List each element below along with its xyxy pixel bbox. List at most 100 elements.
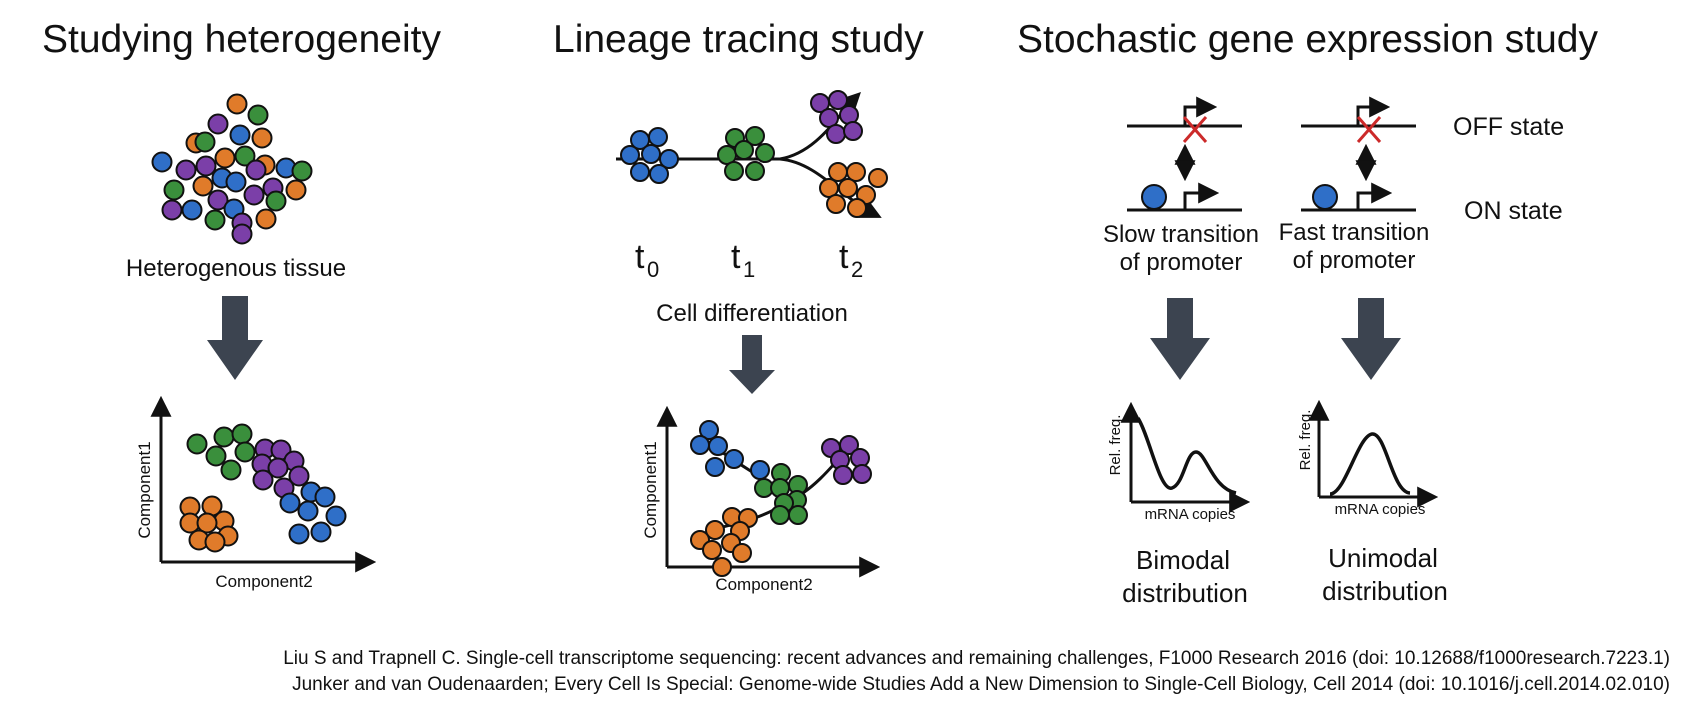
bimodal-label-2: distribution: [1122, 578, 1248, 608]
down-arrow-1: [207, 296, 263, 380]
cell-differentiation-label: Cell differentiation: [656, 300, 848, 327]
on-state-label: ON state: [1464, 197, 1563, 225]
cell-circle: [847, 198, 867, 218]
cell-circle: [192, 175, 214, 197]
cell-circle: [788, 505, 808, 525]
off-state-label: OFF state: [1453, 113, 1564, 141]
plot1-axes: [150, 395, 377, 573]
cell-circle: [234, 441, 256, 463]
cell-circle: [243, 184, 265, 206]
time-label-t1: t 1: [731, 238, 755, 282]
cell-circle: [325, 505, 347, 527]
cell-circle: [231, 423, 253, 445]
cell-circle: [265, 190, 287, 212]
cell-circle: [279, 492, 301, 514]
cell-circle: [828, 162, 848, 182]
t0-subscript: 0: [647, 257, 659, 282]
cell-circle: [207, 189, 229, 211]
cell-circle: [734, 140, 754, 160]
cell-circle: [151, 151, 173, 173]
t2-symbol: t: [839, 238, 849, 276]
cell-circle: [755, 143, 775, 163]
plot1-cells: [179, 423, 347, 553]
cell-circle: [267, 457, 289, 479]
cell-circle: [868, 168, 888, 188]
cell-circle: [750, 460, 770, 480]
unimodal-plot: [1308, 399, 1439, 508]
plot1-ylabel: Component1: [135, 441, 154, 538]
cell-circle: [247, 104, 269, 126]
cell-circle: [852, 464, 872, 484]
cell-circle: [161, 199, 183, 221]
cell-circle: [826, 194, 846, 214]
unimodal-xlabel: mRNA copies: [1335, 501, 1426, 518]
cell-circle: [214, 147, 236, 169]
slow-promoter-off: [1127, 96, 1242, 128]
plot2-cells: [690, 420, 872, 577]
fast-promoter-on: [1301, 182, 1416, 212]
cell-circle: [314, 486, 336, 508]
cell-circle: [207, 113, 229, 135]
cell-circle: [699, 420, 719, 440]
cell-circle: [826, 124, 846, 144]
cell-circle: [213, 426, 235, 448]
cell-circle: [310, 521, 332, 543]
cell-circle: [205, 445, 227, 467]
bimodal-label-1: Bimodal: [1136, 545, 1230, 575]
bimodal-xlabel: mRNA copies: [1145, 506, 1236, 523]
cell-circle: [186, 433, 208, 455]
cell-circle: [220, 459, 242, 481]
cell-circle: [204, 531, 226, 553]
cell-circle: [196, 512, 218, 534]
cell-circle: [745, 126, 765, 146]
down-arrow-4: [1341, 298, 1401, 380]
cell-circle: [649, 164, 669, 184]
plot1-xlabel: Component2: [215, 572, 312, 591]
fast-transition-label-1: Fast transition: [1279, 219, 1430, 246]
cell-circle: [225, 171, 247, 193]
cell-circle: [181, 199, 203, 221]
unimodal-ylabel: Rel. freq.: [1297, 410, 1314, 471]
unimodal-label-1: Unimodal: [1328, 543, 1438, 573]
t2-subscript: 2: [851, 257, 863, 282]
unimodal-label-2: distribution: [1322, 576, 1448, 606]
plot2-axes: [656, 405, 881, 578]
title-stochastic: Stochastic gene expression study: [1017, 18, 1599, 61]
cell-circle: [724, 449, 744, 469]
cell-circle: [630, 162, 650, 182]
lineage-cells: [620, 90, 888, 218]
cell-circle: [708, 436, 728, 456]
bimodal-ylabel: Rel. freq.: [1107, 415, 1124, 476]
cell-circle: [659, 149, 679, 169]
time-label-t0: t 0: [635, 238, 659, 282]
cell-circle: [705, 457, 725, 477]
slow-cross-icon: [1182, 116, 1208, 143]
cell-circle: [846, 162, 866, 182]
cell-circle: [175, 159, 197, 181]
cell-circle: [724, 161, 744, 181]
cell-circle: [245, 159, 267, 181]
t0-symbol: t: [635, 238, 645, 276]
down-arrow-3: [1150, 298, 1210, 380]
title-heterogeneity: Studying heterogeneity: [42, 18, 441, 61]
fast-promoter-off: [1301, 96, 1416, 128]
cell-circle: [297, 500, 319, 522]
cell-circle: [194, 131, 216, 153]
tissue-label: Heterogenous tissue: [126, 255, 346, 282]
cell-circle: [838, 178, 858, 198]
cell-circle: [620, 145, 640, 165]
cell-circle: [288, 465, 310, 487]
title-lineage: Lineage tracing study: [553, 18, 924, 61]
slow-promoter-on: [1127, 182, 1242, 212]
cell-circle: [648, 127, 668, 147]
fast-transition-label-2: of promoter: [1293, 247, 1416, 274]
cell-circle: [712, 557, 732, 577]
cell-circle: [705, 520, 725, 540]
cell-circle: [204, 209, 226, 231]
cell-circle: [833, 465, 853, 485]
cell-circle: [195, 155, 217, 177]
cell-circle: [226, 93, 248, 115]
cell-circle: [255, 208, 277, 230]
cell-circle: [234, 145, 256, 167]
